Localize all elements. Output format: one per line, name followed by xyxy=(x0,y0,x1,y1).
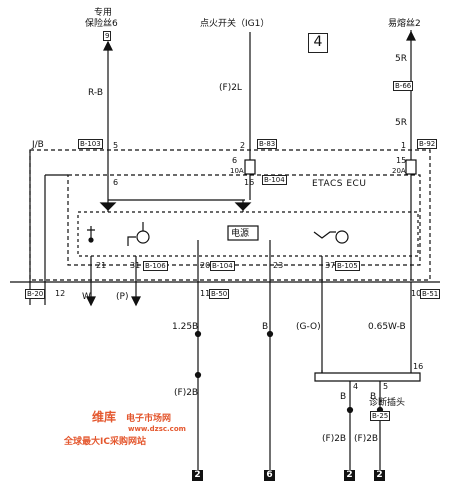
fuse-special-pin: 9 xyxy=(103,31,112,41)
pin-10: 10 xyxy=(411,289,422,298)
pin-4: 4 xyxy=(353,382,359,391)
connector-b104-a: B-104 xyxy=(262,175,287,185)
watermark-brand: 维库 xyxy=(92,410,117,424)
power-block xyxy=(227,225,259,241)
pin-5-b: 5 xyxy=(383,382,389,391)
watermark-url: www.dzsc.com xyxy=(128,425,186,433)
connector-b20: B-20 xyxy=(25,289,46,299)
wire-label-b-right: B xyxy=(370,392,377,402)
ground-2-a: 2 xyxy=(192,470,203,481)
pin-1: 1 xyxy=(401,141,407,150)
diag-connector-label: 诊断插头 xyxy=(369,398,406,408)
ground-2-c: 2 xyxy=(374,470,385,481)
ecu-power-label: 电源 xyxy=(231,229,250,239)
ground-2-b: 2 xyxy=(344,470,355,481)
fuse-10a-label: 10A xyxy=(230,167,244,175)
connector-b51: B-51 xyxy=(420,289,441,299)
connector-b105: B-105 xyxy=(335,261,360,271)
pin-5: 5 xyxy=(113,141,119,150)
wire-label-p: (P) xyxy=(116,292,129,302)
pin-circle-15: 15 xyxy=(396,156,407,165)
wire-label-f2b-2: (F)2B xyxy=(322,434,347,444)
wire-label-b: B xyxy=(262,322,269,332)
diode-right xyxy=(234,202,252,211)
ignition-switch-label: 点火开关（IG1） xyxy=(200,19,270,29)
diode-left xyxy=(99,202,117,211)
fuse-special-line2: 保险丝6 xyxy=(85,19,118,29)
pin-16-b: 16 xyxy=(413,362,424,371)
wire-label-f2b-1: (F)2B xyxy=(174,388,199,398)
ground-6: 6 xyxy=(264,470,275,481)
wire-label-065wb: 0.65W-B xyxy=(368,322,406,332)
wire-label-5r-b: 5R xyxy=(395,118,407,128)
pin-6: 6 xyxy=(113,178,119,187)
wire-label-rb: R-B xyxy=(88,88,103,98)
watermark-site: 电子市场网 xyxy=(126,414,172,424)
wire-label-f2l: (F)2L xyxy=(219,83,242,93)
connector-b92: B-92 xyxy=(417,139,438,149)
diag-connector xyxy=(314,372,421,382)
connector-b66: B-66 xyxy=(393,81,414,91)
connector-b83: B-83 xyxy=(257,139,278,149)
watermark-slogan: 全球最大IC采购网站 xyxy=(64,437,146,447)
pin-11: 11 xyxy=(200,289,211,298)
fuse-10a xyxy=(244,159,256,175)
wire-label-w: W xyxy=(82,292,91,302)
connector-b103: B-103 xyxy=(78,139,103,149)
pin-21: 21 xyxy=(96,261,107,270)
wire-label-go: (G-O) xyxy=(296,322,321,332)
fuse-special-line1: 专用 xyxy=(94,8,113,18)
pin-20: 20 xyxy=(200,261,211,270)
wire-label-b-left: B xyxy=(340,392,347,402)
ecu-inner xyxy=(77,211,419,257)
pin-37: 37 xyxy=(325,261,336,270)
fuse-20a-label: 20A xyxy=(392,167,406,175)
pin-circle-6: 6 xyxy=(232,156,238,165)
connector-b50: B-50 xyxy=(209,289,230,299)
fuse-20a xyxy=(405,159,417,175)
pin-23: 23 xyxy=(273,261,284,270)
connector-b106: B-106 xyxy=(143,261,168,271)
wire-label-5r: 5R xyxy=(395,54,407,64)
connector-b104-b: B-104 xyxy=(210,261,235,271)
fusible-2-label: 易熔丝2 xyxy=(388,19,421,29)
wire-label-1-25b: 1.25B xyxy=(172,322,199,332)
pin-16: 16 xyxy=(244,178,255,187)
ecu-title: ETACS ECU xyxy=(312,179,367,189)
connector-b25: B-25 xyxy=(370,411,391,421)
pin-12: 12 xyxy=(55,289,66,298)
pin-31: 31 xyxy=(130,261,141,270)
ecu-box xyxy=(67,174,421,266)
pin-2: 2 xyxy=(240,141,246,150)
page-number-box: 4 xyxy=(308,33,328,53)
jb-label: J/B xyxy=(32,140,44,150)
wire-label-f2b-3: (F)2B xyxy=(354,434,379,444)
